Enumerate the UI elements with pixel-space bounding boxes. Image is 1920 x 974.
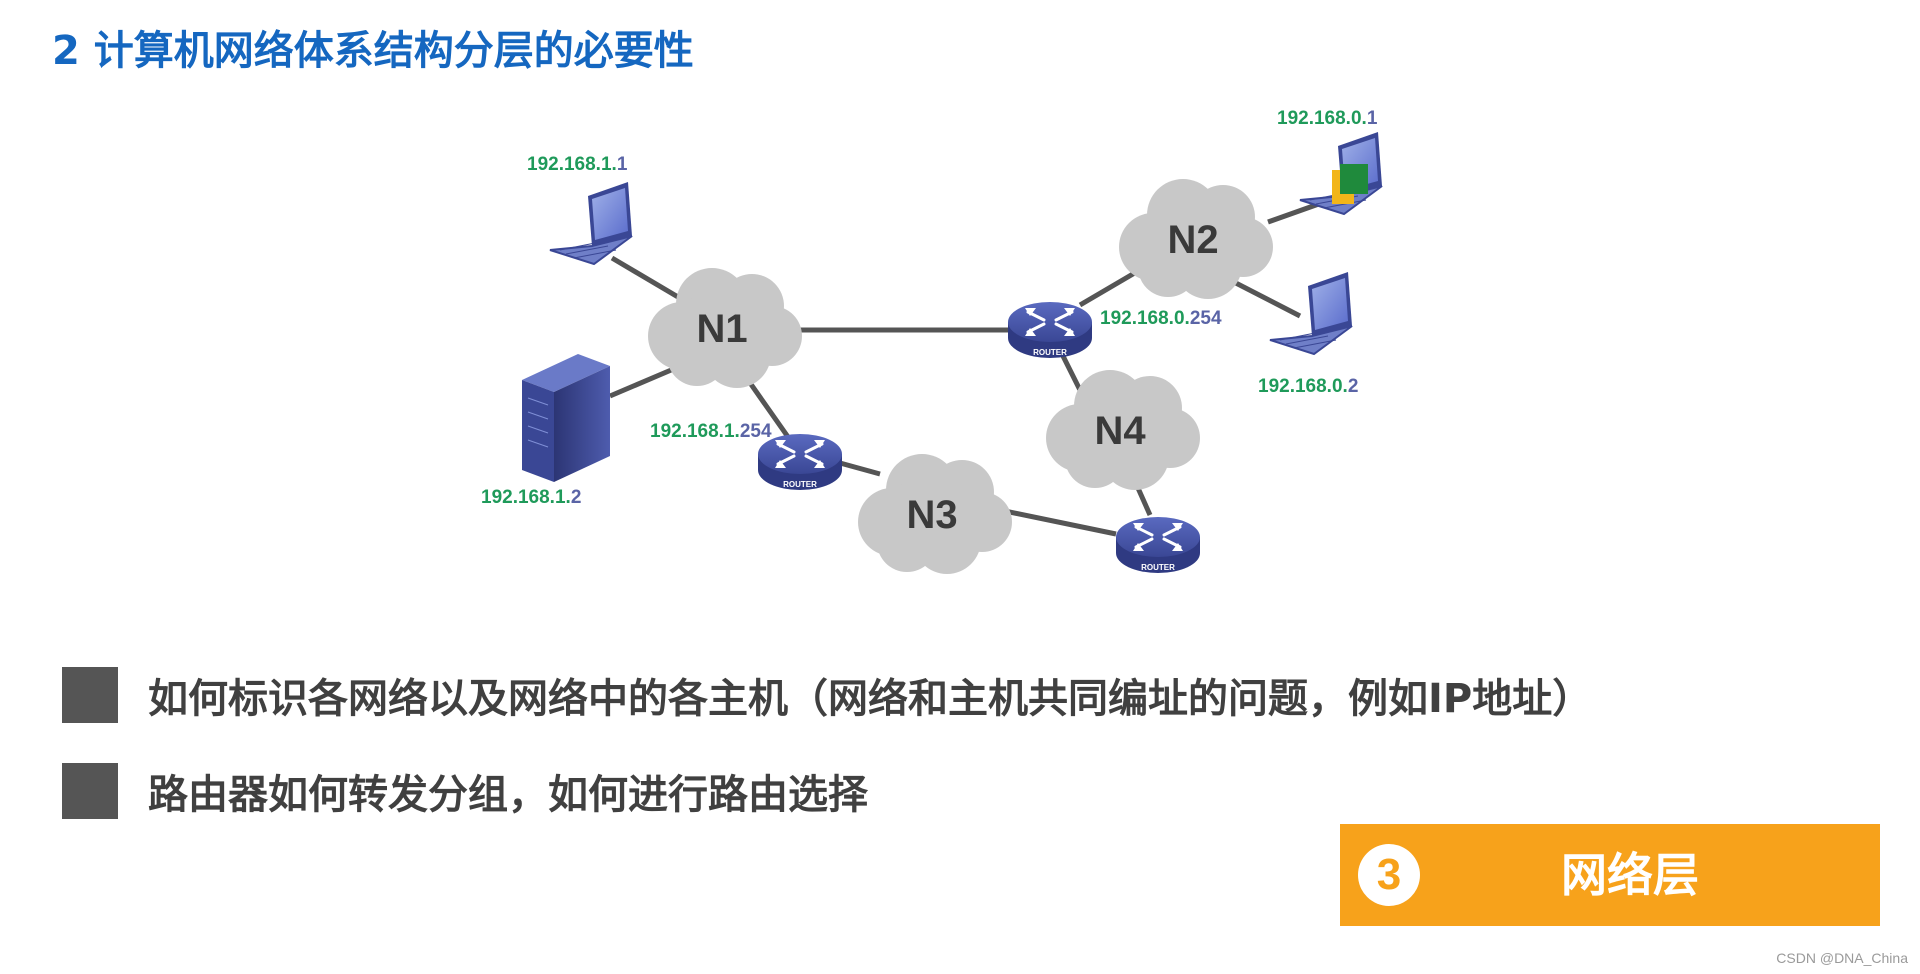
- svg-text:ROUTER: ROUTER: [1141, 563, 1175, 572]
- bullet-text: 如何标识各网络以及网络中的各主机（网络和主机共同编址的问题，例如IP地址）: [148, 676, 1593, 722]
- ip-label-host-n2-b: 192.168.0.2: [1258, 376, 1358, 397]
- laptop-icon: [1269, 271, 1353, 355]
- ip-label-host-1: 192.168.1.1: [527, 154, 628, 175]
- network-topology-diagram: N1 N2 N3 N4 ROUTER ROUTER: [481, 108, 1383, 575]
- svg-text:ROUTER: ROUTER: [783, 480, 817, 489]
- ip-label-router-n1: 192.168.1.254: [650, 421, 772, 442]
- layer-number-badge: 3: [1358, 844, 1420, 906]
- cloud-n2: N2: [1119, 179, 1273, 299]
- ip-label-server: 192.168.1.2: [481, 487, 581, 508]
- bullet-item: 路由器如何转发分组，如何进行路由选择: [62, 763, 868, 819]
- server-icon: [522, 354, 610, 482]
- ip-label-router-n2: 192.168.0.254: [1100, 308, 1222, 329]
- bullet-square-icon: [62, 667, 118, 723]
- svg-text:N4: N4: [1094, 409, 1146, 453]
- ip-label-host-n2-a: 192.168.0.1: [1277, 108, 1378, 129]
- svg-text:ROUTER: ROUTER: [1033, 348, 1067, 357]
- svg-text:N2: N2: [1167, 218, 1218, 262]
- watermark: CSDN @DNA_China: [1776, 950, 1908, 966]
- router-icon: ROUTER: [1114, 515, 1202, 575]
- cloud-n3: N3: [858, 454, 1012, 574]
- bullet-square-icon: [62, 763, 118, 819]
- router-icon: ROUTER: [1006, 300, 1094, 360]
- bullet-item: 如何标识各网络以及网络中的各主机（网络和主机共同编址的问题，例如IP地址）: [62, 667, 1592, 723]
- layer-name: 网络层: [1561, 848, 1699, 902]
- svg-text:N3: N3: [906, 493, 957, 537]
- layer-banner: 网络层 3: [1340, 824, 1880, 926]
- laptop-icon: [549, 181, 633, 265]
- cloud-n4: N4: [1046, 370, 1200, 490]
- router-icon: ROUTER: [756, 432, 844, 492]
- bullet-text: 路由器如何转发分组，如何进行路由选择: [148, 772, 868, 818]
- cursor-marker-icon: [1332, 164, 1368, 204]
- page-title: 2 计算机网络体系结构分层的必要性: [52, 28, 694, 74]
- cloud-n1: N1: [648, 268, 802, 388]
- svg-text:N1: N1: [696, 307, 747, 351]
